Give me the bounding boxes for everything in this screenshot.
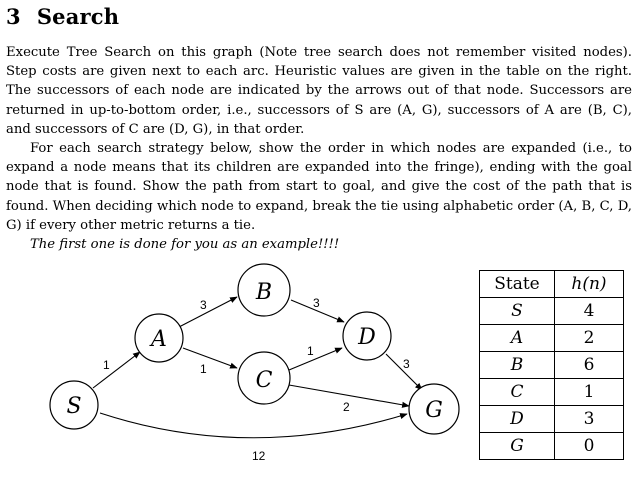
paragraph-example: The first one is done for you as an exam… <box>30 237 340 253</box>
node-label-b: B <box>255 280 272 305</box>
node-d: D <box>342 311 392 361</box>
table-row: B 6 <box>479 351 624 379</box>
table-cell-state: B <box>479 351 555 379</box>
cost-label-d-g: 3 <box>403 357 410 371</box>
cost-label-c-d: 1 <box>307 344 314 358</box>
table-row: D 3 <box>479 405 624 433</box>
table-cell-state: D <box>479 405 555 433</box>
table-cell-h: 0 <box>554 432 624 460</box>
table-row: S 4 <box>479 297 624 325</box>
table-cell-h: 2 <box>554 324 624 352</box>
table-cell-h: 4 <box>554 297 624 325</box>
edge-d-g <box>385 353 423 391</box>
table-header-row: State h(n) <box>479 270 624 298</box>
node-label-g: G <box>425 398 443 423</box>
edge-s-g <box>99 412 408 439</box>
node-label-s: S <box>66 394 81 419</box>
table-cell-state: A <box>479 324 555 352</box>
edge-s-a <box>92 351 141 389</box>
table-cell-state: S <box>479 297 555 325</box>
section-heading: 3 Search <box>6 4 119 29</box>
cost-label-s-g: 12 <box>252 449 266 463</box>
node-label-a: A <box>149 327 167 352</box>
problem-text: Execute Tree Search on this graph (Note … <box>6 43 632 254</box>
heuristic-table: State h(n) S 4 A 2 B 6 C 1 D 3 G 0 <box>479 270 624 460</box>
node-label-c: C <box>256 368 273 393</box>
cost-label-s-a: 1 <box>103 358 110 372</box>
table-cell-h: 3 <box>554 405 624 433</box>
section-title: Search <box>36 4 120 29</box>
search-graph: 1 12 3 1 3 1 2 3 S A B C D G <box>49 263 460 463</box>
paragraph-strategy: For each search strategy below, show the… <box>6 141 632 233</box>
section-number: 3 <box>6 4 21 29</box>
node-b: B <box>237 263 291 317</box>
table-cell-h: 6 <box>554 351 624 379</box>
table-row: G 0 <box>479 432 624 460</box>
table-cell-state: G <box>479 432 555 460</box>
table-cell-state: C <box>479 378 555 406</box>
edge-c-g <box>288 384 410 408</box>
node-label-d: D <box>357 325 376 350</box>
edge-c-d <box>288 347 343 371</box>
cost-label-a-c: 1 <box>200 362 207 376</box>
node-g: G <box>408 383 460 435</box>
node-a: A <box>134 313 184 363</box>
cost-label-b-d: 3 <box>313 296 320 310</box>
column-header-h: h(n) <box>554 270 624 298</box>
table-row: A 2 <box>479 324 624 352</box>
paragraph-instructions: Execute Tree Search on this graph (Note … <box>6 45 632 137</box>
cost-label-a-b: 3 <box>200 298 207 312</box>
table-row: C 1 <box>479 378 624 406</box>
column-header-state: State <box>479 270 555 298</box>
node-s: S <box>49 380 99 430</box>
edge-a-c <box>182 347 238 369</box>
cost-label-c-g: 2 <box>343 400 350 414</box>
edge-b-d <box>290 299 345 323</box>
table-cell-h: 1 <box>554 378 624 406</box>
node-c: C <box>237 351 291 405</box>
edge-a-b <box>178 296 238 328</box>
